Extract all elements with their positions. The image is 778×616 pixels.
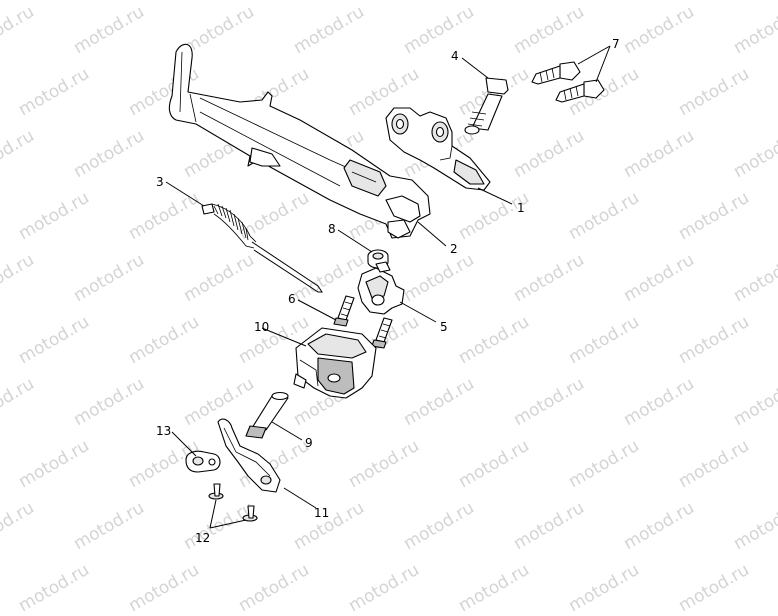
washer-part (185, 450, 221, 473)
callout-8: 8 (328, 222, 336, 236)
callout-7: 7 (612, 37, 620, 51)
spring-part (201, 203, 323, 293)
bolt-part-4 (464, 77, 509, 135)
callout-11: 11 (314, 506, 330, 520)
parts-drawing (165, 43, 611, 529)
bolt-part-7 (531, 61, 605, 103)
housing-part (293, 327, 377, 399)
callout-10: 10 (254, 320, 270, 334)
leader-lines (165, 45, 611, 529)
screw-part-12 (208, 483, 258, 522)
callout-2: 2 (450, 242, 458, 256)
switch-part (357, 261, 405, 315)
callout-9: 9 (305, 436, 313, 450)
callout-3: 3 (156, 175, 164, 189)
pin-part (245, 391, 289, 439)
callout-5: 5 (440, 320, 448, 334)
bracket-part (385, 107, 491, 191)
callout-1: 1 (517, 201, 525, 215)
callout-12: 12 (195, 531, 211, 545)
guard-part (217, 418, 281, 493)
bolt-part-6 (333, 295, 393, 349)
callout-4: 4 (451, 49, 459, 63)
callout-6: 6 (288, 292, 296, 306)
callout-13: 13 (156, 424, 172, 438)
side-stand-part (168, 43, 431, 239)
